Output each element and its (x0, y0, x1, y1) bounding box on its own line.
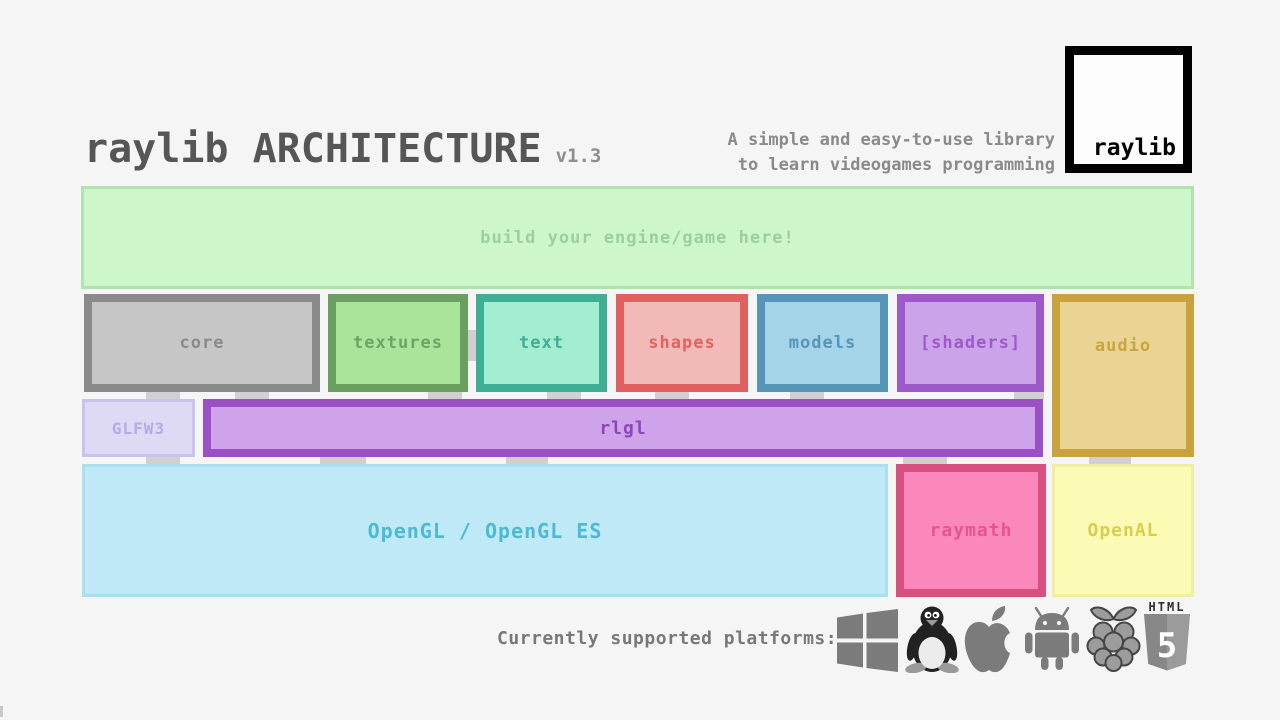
openal-label: OpenAL (1087, 520, 1159, 541)
tagline: A simple and easy-to-use library to lear… (727, 128, 1055, 178)
html5-shield: 5 (1144, 614, 1190, 671)
module-textures-label: textures (353, 333, 443, 353)
module-core: core (84, 294, 320, 392)
opengl-box: OpenGL / OpenGL ES (82, 464, 888, 597)
module-shaders: [shaders] (897, 294, 1044, 392)
html5-word: HTML (1148, 600, 1186, 614)
connector-shapes-rlgl (655, 391, 689, 400)
engine-box-label: build your engine/game here! (480, 227, 795, 248)
windows-icon (837, 609, 898, 672)
title-text: raylib ARCHITECTURE (84, 126, 542, 172)
module-core-label: core (179, 333, 225, 353)
engine-box: build your engine/game here! (81, 186, 1194, 289)
connector-rlgl-opengl-1 (320, 456, 366, 465)
tagline-line1: A simple and easy-to-use library (727, 130, 1055, 150)
raylib-logo-text: raylib (1092, 135, 1176, 161)
connector-shaders-rlgl (1014, 391, 1044, 400)
module-text-label: text (519, 333, 564, 353)
module-audio-label: audio (1094, 336, 1152, 356)
connector-glfw3-opengl (146, 456, 180, 465)
platforms-label: Currently supported platforms: (497, 628, 838, 649)
module-audio: audio (1052, 294, 1194, 457)
rlgl-label: rlgl (599, 417, 647, 439)
connector-core-rlgl (235, 391, 269, 400)
connector-text-rlgl (547, 391, 581, 400)
connector-models-rlgl (790, 391, 824, 400)
raymath-label: raymath (929, 520, 1013, 541)
rlgl-box: rlgl (203, 399, 1043, 457)
module-textures: textures (328, 294, 468, 392)
html5-number: 5 (1157, 626, 1177, 666)
tagline-line2: to learn videogames programming (737, 155, 1055, 175)
module-models-label: models (788, 333, 857, 353)
raspberry-pi-icon (1086, 606, 1141, 672)
module-shaders-label: [shaders] (919, 333, 1022, 353)
html5-icon: HTML 5 (1142, 600, 1192, 671)
openal-box: OpenAL (1052, 464, 1194, 597)
raylib-logo: raylib (1065, 46, 1192, 173)
scrollbar-artifact (0, 706, 3, 717)
connector-core-glfw3 (146, 391, 180, 400)
glfw3-label: GLFW3 (111, 418, 166, 438)
connector-rlgl-opengl-2 (506, 456, 548, 465)
android-icon (1025, 606, 1079, 670)
linux-tux-icon (905, 606, 959, 673)
raymath-box: raymath (896, 464, 1046, 597)
page-title: raylib ARCHITECTURE v1.3 (84, 126, 601, 172)
module-models: models (757, 294, 888, 392)
connector-audio-openal (1089, 456, 1131, 465)
connector-textures-rlgl (428, 391, 462, 400)
connector-rlgl-raymath (903, 456, 947, 465)
module-shapes-label: shapes (648, 333, 716, 353)
glfw3-box: GLFW3 (82, 399, 195, 457)
version-label: v1.3 (555, 145, 602, 167)
module-text: text (476, 294, 607, 392)
apple-icon (964, 606, 1010, 673)
module-shapes: shapes (616, 294, 748, 392)
opengl-label: OpenGL / OpenGL ES (367, 518, 603, 543)
